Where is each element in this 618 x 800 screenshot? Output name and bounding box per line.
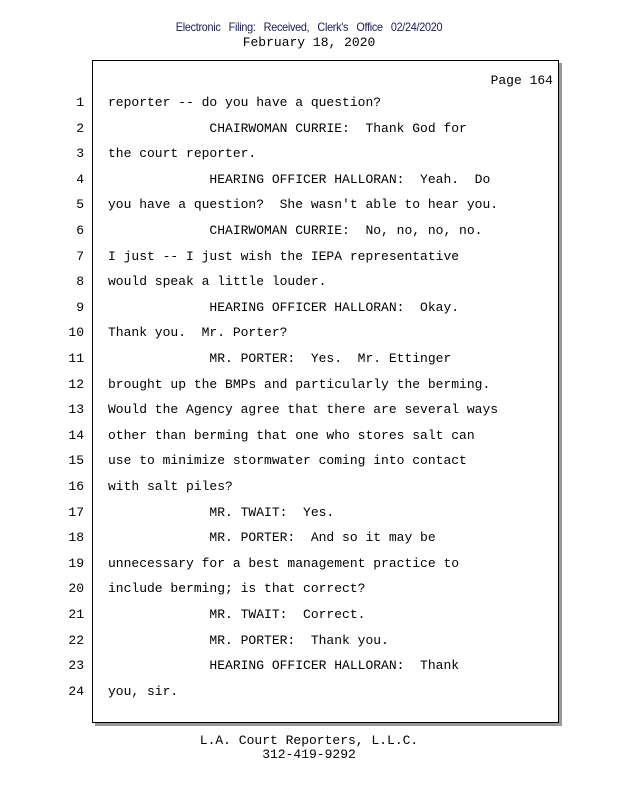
line-text: I just -- I just wish the IEPA represent… [108, 248, 460, 264]
line-number: 21 [68, 607, 84, 622]
line-text: Would the Agency agree that there are se… [108, 402, 499, 418]
line-number: 20 [68, 581, 84, 597]
line-text: with salt piles? [108, 479, 233, 494]
line-number: 18 [68, 530, 84, 546]
line-text: MR. PORTER: Thank you. [108, 632, 389, 648]
line-text: HEARING OFFICER HALLORAN: Thank [108, 658, 460, 674]
line-text: use to minimize stormwater coming into c… [108, 453, 467, 469]
transcript-page-frame: Page 164 [92, 60, 559, 723]
line-text: other than berming that one who stores s… [108, 427, 475, 443]
line-text: you, sir. [108, 683, 179, 699]
line-text: HEARING OFFICER HALLORAN: Okay. [108, 299, 460, 315]
footer-phone: 312-419-9292 [262, 747, 356, 762]
filing-stamp: Electronic Filing: Received, Clerk's Off… [175, 20, 443, 34]
page-number: Page 164 [490, 73, 553, 88]
line-text: you have a question? She wasn't able to … [108, 197, 499, 213]
line-number: 10 [68, 325, 84, 341]
line-text: unnecessary for a best management practi… [108, 555, 460, 571]
line-number: 23 [68, 658, 84, 674]
line-text: CHAIRWOMAN CURRIE: No, no, no, no. [108, 223, 483, 238]
line-text: MR. TWAIT: Yes. [108, 504, 335, 520]
line-text: MR. TWAIT: Correct. [108, 607, 366, 622]
line-number: 15 [68, 453, 84, 469]
line-number: 14 [68, 427, 84, 443]
line-number: 9 [76, 299, 84, 315]
line-text: include berming; is that correct? [108, 581, 366, 597]
line-number: 11 [68, 351, 84, 366]
line-number: 1 [76, 95, 84, 110]
line-number: 22 [68, 632, 84, 648]
line-number: 16 [68, 479, 84, 494]
line-number: 7 [76, 248, 84, 264]
line-text: reporter -- do you have a question? [108, 95, 382, 110]
line-number: 24 [68, 683, 84, 699]
line-text: HEARING OFFICER HALLORAN: Yeah. Do [108, 171, 491, 187]
line-text: brought up the BMPs and particularly the… [108, 376, 491, 392]
line-text: MR. PORTER: And so it may be [108, 530, 436, 546]
line-number: 8 [76, 274, 84, 290]
line-text: CHAIRWOMAN CURRIE: Thank God for [108, 120, 467, 136]
line-text: MR. PORTER: Yes. Mr. Ettinger [108, 351, 452, 366]
footer-company: L.A. Court Reporters, L.L.C. [199, 733, 419, 748]
line-text: the court reporter. [108, 146, 257, 162]
line-number: 13 [68, 402, 84, 418]
line-text: Thank you. Mr. Porter? [108, 325, 288, 341]
line-number: 12 [68, 376, 84, 392]
line-number: 3 [76, 146, 84, 162]
transcript-date: February 18, 2020 [242, 35, 376, 50]
line-number: 17 [68, 504, 84, 520]
line-number: 5 [76, 197, 84, 213]
line-text: would speak a little louder. [108, 274, 327, 290]
line-number: 2 [76, 120, 84, 136]
line-number: 6 [76, 223, 84, 238]
line-number: 4 [76, 171, 84, 187]
line-number: 19 [68, 555, 84, 571]
